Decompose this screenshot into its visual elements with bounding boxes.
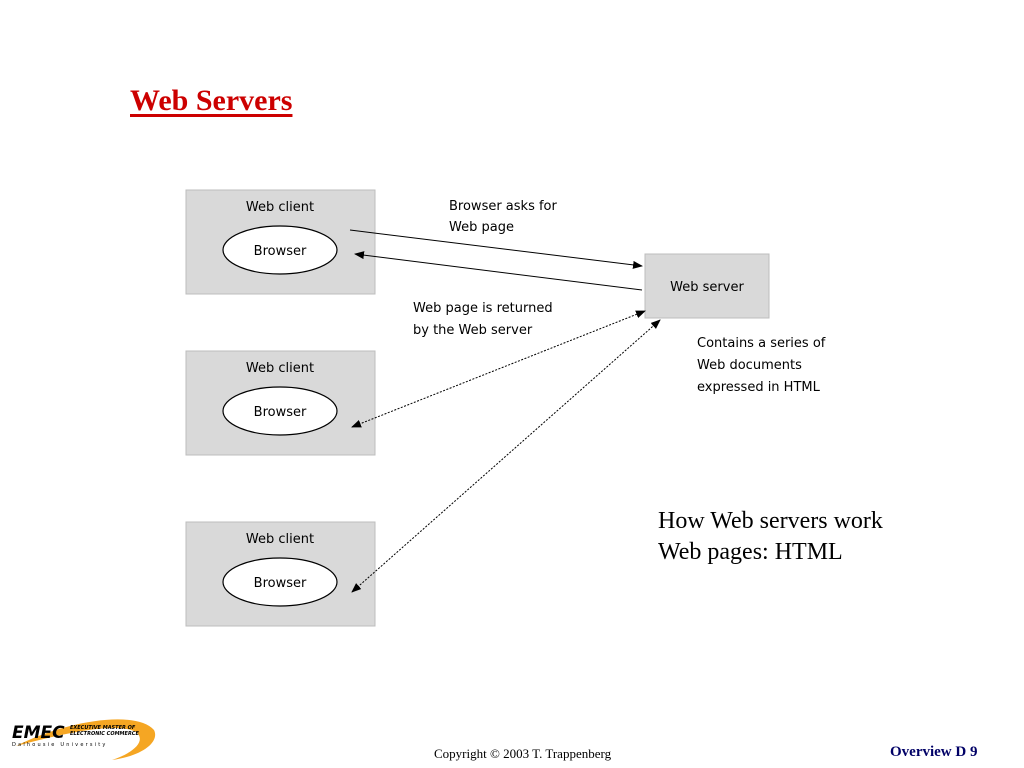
request-label-line-2: Web page <box>449 220 514 235</box>
request-label-line-1: Browser asks for <box>449 199 558 214</box>
logo-subtitle-line-2: ELECTRONIC COMMERCE <box>70 731 139 737</box>
server-note: Contains a series of Web documents expre… <box>697 336 830 395</box>
client-3-connection-arrow <box>351 319 661 593</box>
logo-subtitle: EXECUTIVE MASTER OF ELECTRONIC COMMERCE <box>70 725 139 737</box>
server-note-line-3: expressed in HTML <box>697 380 821 395</box>
response-label: Web page is returned by the Web server <box>413 301 557 338</box>
logo-swoosh-icon <box>16 719 156 760</box>
copyright: Copyright © 2003 T. Trappenberg <box>434 746 612 761</box>
browser-ellipse-2 <box>222 386 338 436</box>
browser-label-3: Browser <box>254 576 307 591</box>
request-label: Browser asks for Web page <box>449 199 561 235</box>
slide-notes: How Web servers work Web pages: HTML <box>658 506 883 568</box>
server-note-line-2: Web documents <box>697 358 802 373</box>
web-client-box-3: Web client Browser <box>185 521 376 627</box>
web-client-label-2: Web client <box>246 361 314 376</box>
logo-university: Dalhousie University <box>12 742 108 748</box>
web-client-label-1: Web client <box>246 200 314 215</box>
page-label: Overview D 9 <box>890 744 978 760</box>
browser-ellipse-1 <box>222 225 338 275</box>
web-server-box: Web server <box>644 253 770 319</box>
request-arrow <box>349 229 643 269</box>
logo-text: EMEC <box>12 723 65 743</box>
slide-title: Web Servers <box>130 84 293 117</box>
response-label-line-2: by the Web server <box>413 323 533 338</box>
note-line-1: How Web servers work <box>658 508 883 534</box>
browser-label-2: Browser <box>254 405 307 420</box>
web-client-label-3: Web client <box>246 532 314 547</box>
logo-subtitle-line-1: EXECUTIVE MASTER OF <box>70 725 136 731</box>
web-client-box-2: Web client Browser <box>185 350 376 456</box>
server-note-line-1: Contains a series of <box>697 336 826 351</box>
browser-ellipse-3 <box>222 557 338 607</box>
response-arrow <box>354 251 643 291</box>
note-line-2: Web pages: HTML <box>658 539 843 565</box>
browser-label-1: Browser <box>254 244 307 259</box>
web-client-box-1: Web client Browser <box>185 189 376 295</box>
response-label-line-1: Web page is returned <box>413 301 553 316</box>
emec-logo: EMEC EXECUTIVE MASTER OF ELECTRONIC COMM… <box>12 719 156 760</box>
web-server-label: Web server <box>670 280 744 295</box>
